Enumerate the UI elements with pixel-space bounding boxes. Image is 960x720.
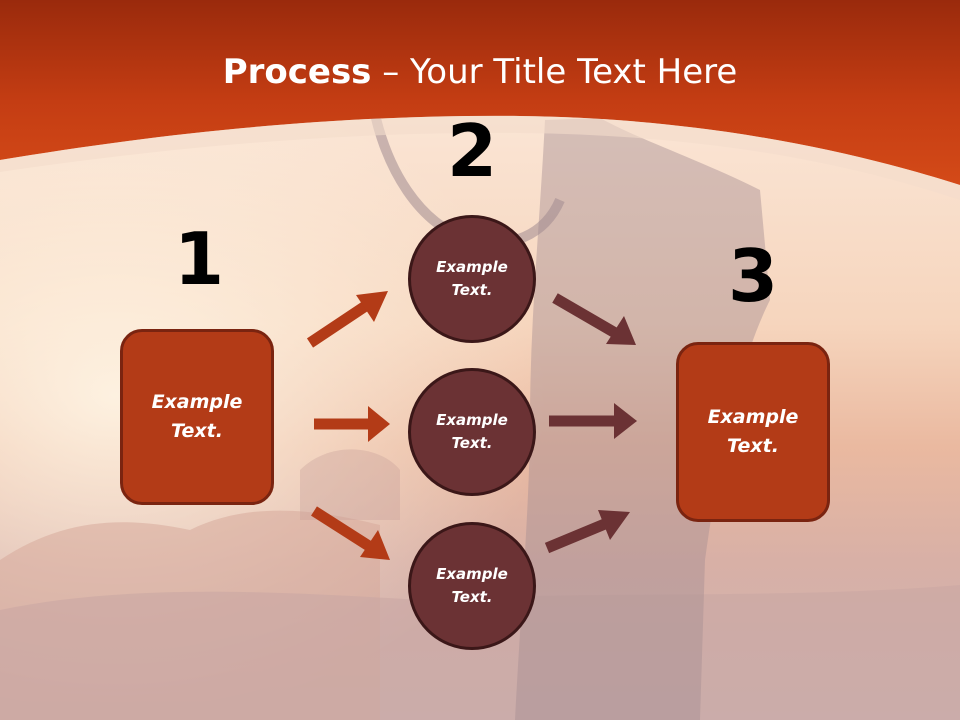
step-1-box[interactable]: Example Text. [120, 329, 274, 505]
arrow-box-to-circle-middle [314, 406, 390, 442]
step-2-circle-top[interactable]: Example Text. [408, 215, 536, 343]
arrow-box-to-circle-top [306, 291, 388, 348]
step-2-circle-bottom-label: Example Text. [436, 565, 508, 606]
step-2-circle-middle[interactable]: Example Text. [408, 368, 536, 496]
step-number-1: 1 [173, 217, 225, 301]
arrow-circle-bottom-to-box [544, 510, 630, 554]
title-bold-text: Process [222, 52, 372, 92]
step-1-label: Example Text. [151, 391, 243, 442]
arrow-circle-middle-to-box [549, 403, 637, 439]
step-2-circle-bottom[interactable]: Example Text. [408, 522, 536, 650]
step-3-label: Example Text. [707, 406, 799, 457]
arrow-box-to-circle-bottom [311, 506, 390, 560]
title-rest-text: – Your Title Text Here [371, 52, 738, 92]
step-number-3: 3 [727, 234, 779, 318]
step-2-circle-middle-label: Example Text. [436, 411, 508, 452]
step-2-circle-top-label: Example Text. [436, 258, 508, 299]
step-3-box[interactable]: Example Text. [676, 342, 830, 522]
arrow-circle-top-to-box [552, 293, 636, 345]
step-number-2: 2 [446, 109, 498, 193]
slide-title: Process – Your Title Text Here [0, 52, 960, 92]
